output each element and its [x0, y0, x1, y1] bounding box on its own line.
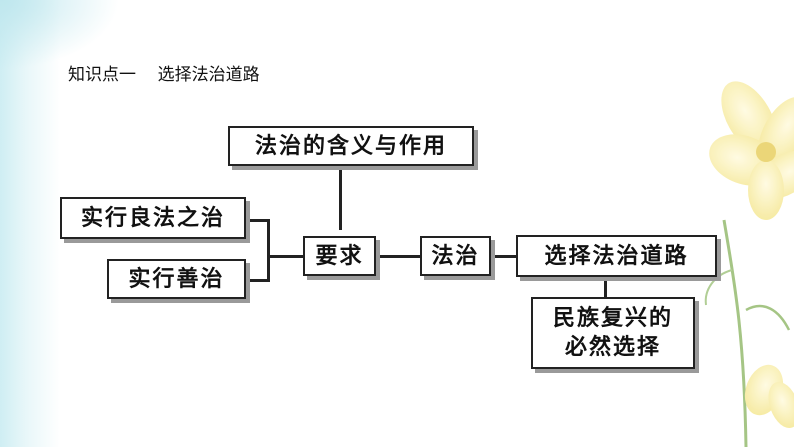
node-revival-line1: 民族复兴的 [552, 305, 673, 332]
connector-good-law-out [245, 219, 269, 222]
connector-requirement-to-rule-of-law [375, 255, 420, 258]
node-revival-line2: 必然选择 [564, 334, 661, 360]
node-requirement-label: 要求 [315, 242, 364, 269]
connector-good-governance-out [245, 279, 269, 282]
background-tint-left [0, 0, 60, 447]
node-national-revival: 民族复兴的 必然选择 [531, 297, 695, 369]
node-good-governance: 实行善治 [107, 259, 246, 299]
section-title: 知识点一 选择法治道路 [68, 65, 260, 85]
node-choose-path-label: 选择法治道路 [544, 242, 689, 269]
connector-bracket-to-requirement [267, 255, 303, 258]
node-rule-of-law: 法治 [420, 236, 491, 276]
connector-meaning-to-requirement [339, 165, 342, 230]
node-meaning-and-function: 法治的含义与作用 [228, 126, 474, 166]
node-requirement: 要求 [303, 236, 376, 276]
connector-rule-of-law-to-path [490, 255, 516, 258]
background-tint-corner [0, 0, 120, 70]
node-meaning-label: 法治的含义与作用 [254, 132, 447, 159]
node-rule-of-law-label: 法治 [431, 242, 480, 269]
node-choose-path: 选择法治道路 [516, 235, 717, 277]
node-good-law: 实行良法之治 [60, 197, 246, 239]
node-good-governance-label: 实行善治 [128, 265, 225, 292]
connector-path-to-revival [604, 276, 607, 298]
connector-bracket-vertical [267, 219, 270, 282]
node-good-law-label: 实行良法之治 [80, 204, 225, 231]
